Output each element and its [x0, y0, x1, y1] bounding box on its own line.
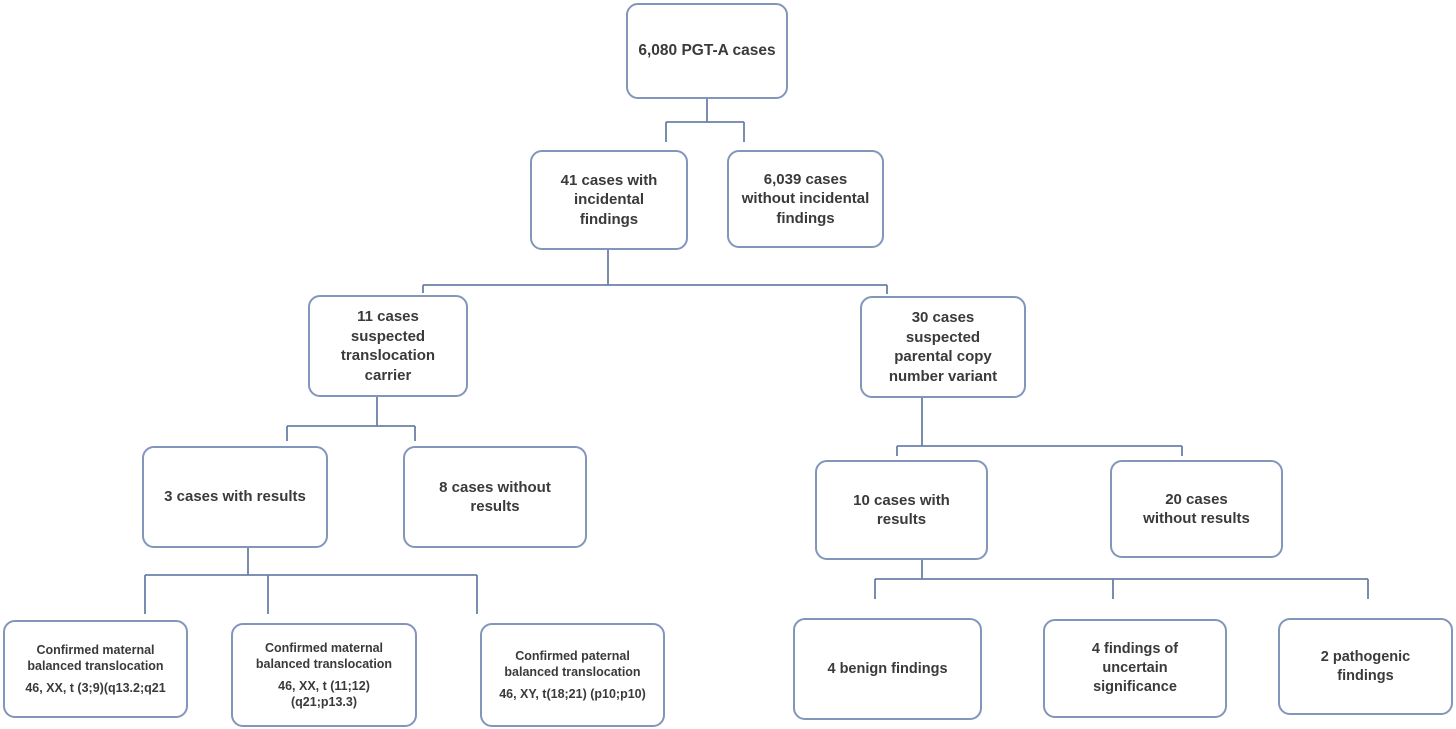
node-label: 10 cases with results: [853, 491, 950, 529]
node-cnv-cases-with-results: 10 cases with results: [815, 460, 988, 560]
node-karyotype: 46, XX, t (3;9)(q13.2;q21: [25, 680, 166, 695]
node-translocation-cases-without-results: 8 cases without results: [403, 446, 587, 548]
node-label: 6,039 cases without incidental findings: [741, 170, 870, 227]
node-label: 30 cases suspected parental copy number …: [888, 309, 998, 385]
node-cases-with-incidental-findings: 41 cases with incidental findings: [530, 150, 688, 250]
node-suspected-translocation-carrier: 11 cases suspected translocation carrier: [308, 295, 468, 397]
node-translocation-cases-with-results: 3 cases with results: [142, 446, 328, 548]
connector-cnv-results-to-classification: [874, 560, 1369, 599]
node-label: 4 findings of uncertain significance: [1091, 641, 1179, 695]
node-confirmed-maternal-translocation-2: Confirmed maternal balanced translocatio…: [231, 623, 417, 727]
node-confirmed-maternal-translocation-1: Confirmed maternal balanced translocatio…: [3, 620, 188, 718]
connector-cnv-to-results: [896, 398, 1183, 456]
node-karyotype: 46, XY, t(18;21) (p10;p10): [499, 686, 646, 701]
node-cnv-cases-without-results: 20 cases without results: [1110, 460, 1283, 558]
connector-root-to-level2: [665, 99, 745, 142]
node-total-pgta-cases: 6,080 PGT-A cases: [626, 3, 788, 99]
node-benign-findings: 4 benign findings: [793, 618, 982, 720]
node-karyotype: 46, XX, t (11;12) (q21;p13.3): [278, 678, 370, 709]
node-cases-without-incidental-findings: 6,039 cases without incidental findings: [727, 150, 884, 248]
node-label: Confirmed paternal balanced translocatio…: [504, 649, 641, 680]
node-label: 11 cases suspected translocation carrier: [340, 308, 436, 384]
connector-translocation-results-to-confirmed: [144, 548, 478, 614]
node-label: 4 benign findings: [827, 660, 948, 677]
connector-translocation-to-results: [286, 397, 416, 441]
node-uncertain-significance-findings: 4 findings of uncertain significance: [1043, 619, 1227, 718]
node-label: Confirmed maternal balanced translocatio…: [27, 643, 164, 674]
node-pathogenic-findings: 2 pathogenic findings: [1278, 618, 1453, 715]
node-label: 6,080 PGT-A cases: [638, 41, 776, 59]
node-label: 3 cases with results: [164, 488, 306, 506]
node-confirmed-paternal-translocation: Confirmed paternal balanced translocatio…: [480, 623, 665, 727]
node-label: 8 cases without results: [439, 478, 551, 516]
node-label: 20 cases without results: [1143, 490, 1250, 528]
connector-findings-to-suspected: [422, 250, 888, 294]
node-label: 41 cases with incidental findings: [560, 171, 658, 228]
node-suspected-parental-cnv: 30 cases suspected parental copy number …: [860, 296, 1026, 398]
node-label: 2 pathogenic findings: [1320, 648, 1411, 684]
node-label: Confirmed maternal balanced translocatio…: [255, 641, 393, 672]
